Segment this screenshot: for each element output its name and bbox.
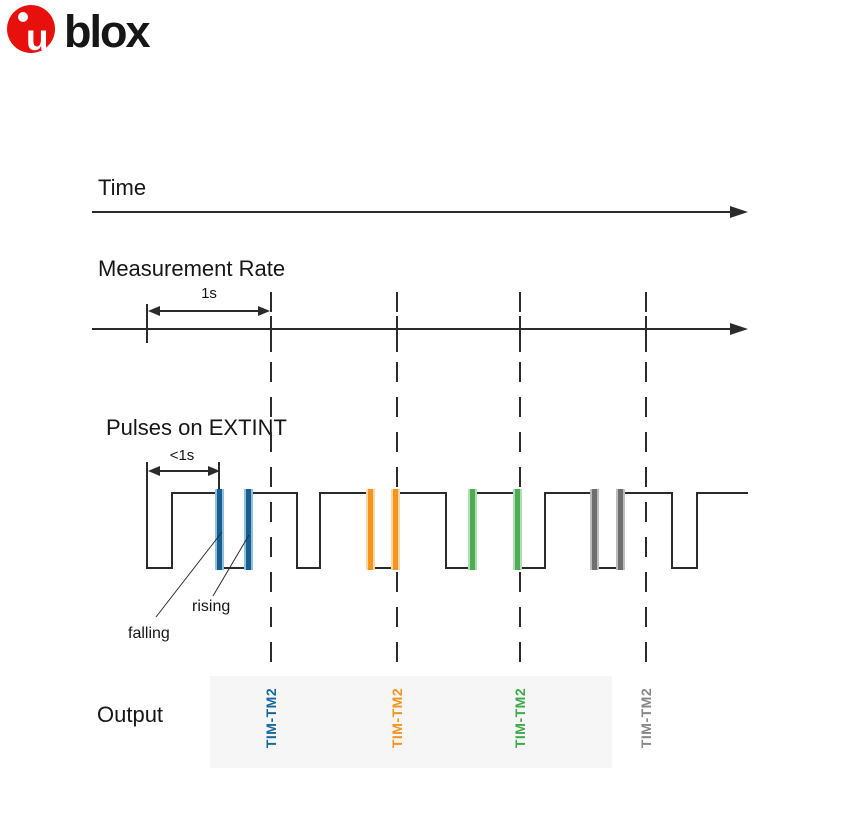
- tim-tm2-message-2: TIM-TM2: [389, 687, 405, 749]
- interval-1s-arrow: [156, 310, 262, 312]
- measurement-rate-axis-arrowhead-icon: [730, 323, 748, 335]
- interval-lt1s-arrow: [156, 470, 212, 472]
- measurement-rate-axis: [92, 328, 731, 330]
- interval-lt1s-label: <1s: [169, 447, 195, 464]
- ublox-logo-wordmark: blox: [64, 6, 151, 57]
- waveform-segment: [253, 492, 298, 494]
- measurement-start-tick: [146, 304, 148, 343]
- waveform-edge: [296, 492, 298, 569]
- tim-tm2-message-3: TIM-TM2: [512, 687, 528, 749]
- waveform-segment: [172, 492, 219, 494]
- interval-lt1s-arrowhead-left-icon: [148, 466, 160, 476]
- ublox-logo-circle: [7, 5, 55, 53]
- ublox-logo: u blox: [7, 5, 177, 65]
- waveform-edge: [171, 492, 173, 569]
- edge-callout-lines: [155, 531, 250, 618]
- interval-1s-arrowhead-left-icon: [148, 306, 160, 316]
- waveform-segment: [297, 567, 321, 569]
- epoch-tick-1: [270, 316, 272, 352]
- falling-edge-label: falling: [128, 625, 170, 642]
- interval-lt1s-arrowhead-right-icon: [208, 466, 220, 476]
- waveform-segment: [446, 567, 472, 569]
- waveform-segment: [599, 567, 620, 569]
- time-label: Time: [98, 175, 147, 200]
- waveform-segment: [147, 567, 173, 569]
- pulse-edge-green-rising: [468, 489, 477, 570]
- epoch-line-4: [645, 292, 647, 672]
- output-band-gap: [612, 672, 701, 772]
- pulses-label: Pulses on EXTINT: [106, 415, 287, 440]
- pulse-edge-gray-falling: [590, 489, 599, 570]
- waveform-segment: [625, 492, 673, 494]
- time-axis-arrowhead-icon: [730, 206, 748, 218]
- waveform-segment: [224, 567, 248, 569]
- tim-tm2-message-4: TIM-TM2: [638, 687, 654, 749]
- waveform-segment: [320, 492, 370, 494]
- waveform-edge: [319, 492, 321, 569]
- epoch-tick-3: [519, 316, 521, 352]
- rising-edge-label: rising: [192, 598, 231, 615]
- pulse-edge-orange-rising: [391, 489, 400, 570]
- waveform-edge: [445, 492, 447, 569]
- waveform-edge: [671, 492, 673, 569]
- interval-1s-arrowhead-right-icon: [258, 306, 270, 316]
- waveform-segment: [697, 492, 748, 494]
- waveform-segment: [545, 492, 594, 494]
- epoch-line-1: [270, 292, 272, 672]
- waveform-segment: [671, 567, 698, 569]
- waveform-segment: [522, 567, 546, 569]
- tim-tm2-message-1: TIM-TM2: [263, 687, 279, 749]
- pulse-edge-gray-rising: [616, 489, 625, 570]
- waveform-segment: [375, 567, 395, 569]
- epoch-tick-4: [645, 316, 647, 352]
- measurement-rate-label: Measurement Rate: [98, 256, 286, 281]
- interval-1s-label: 1s: [201, 285, 217, 302]
- epoch-line-3: [519, 292, 521, 672]
- waveform-segment: [477, 492, 517, 494]
- waveform-segment: [400, 492, 447, 494]
- pulse-start-tick: [146, 462, 148, 569]
- epoch-tick-2: [396, 316, 398, 352]
- time-axis: [92, 211, 731, 213]
- pulse-edge-green-falling: [513, 489, 522, 570]
- pulse-edge-orange-falling: [366, 489, 375, 570]
- ublox-logo-dot-icon: [18, 12, 28, 22]
- ublox-logo-u: u: [26, 17, 49, 58]
- pulse-edge-blue-falling: [215, 489, 224, 570]
- epoch-line-2: [396, 292, 398, 672]
- pulse-edge-blue-rising: [244, 489, 253, 570]
- waveform-edge: [696, 492, 698, 569]
- pulse-first-edge-tick: [218, 462, 220, 494]
- output-label: Output: [97, 702, 164, 727]
- waveform-edge: [544, 492, 546, 569]
